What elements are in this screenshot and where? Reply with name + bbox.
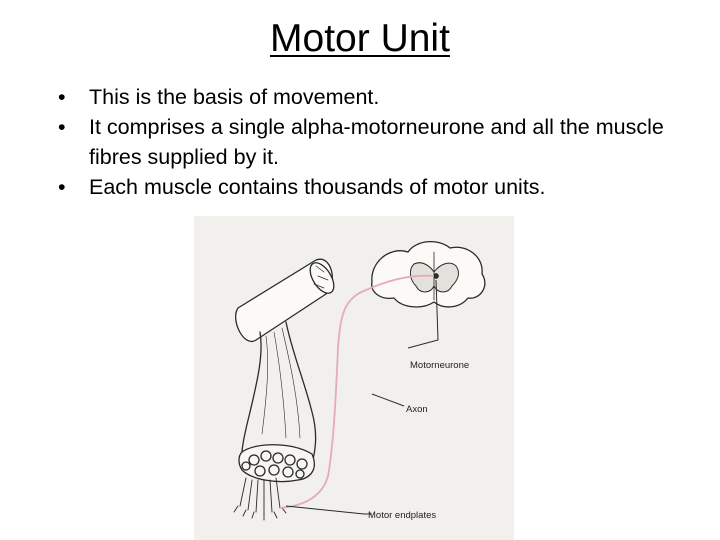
endplates-label: Motor endplates <box>368 510 436 521</box>
slide-title: Motor Unit <box>0 14 720 64</box>
bullet-item: • It comprises a single alpha-motorneuro… <box>58 112 688 172</box>
slide-title-text: Motor Unit <box>270 17 450 60</box>
bullet-marker: • <box>58 85 66 109</box>
bullet-marker: • <box>58 115 66 139</box>
bullet-text: This is the basis of movement. <box>89 85 380 109</box>
endplates-icon <box>233 477 287 521</box>
bullet-marker: • <box>58 175 66 199</box>
bullet-text: It comprises a single alpha-motorneurone… <box>89 115 664 169</box>
bullet-item: • Each muscle contains thousands of moto… <box>58 172 688 202</box>
motorneurone-label: Motorneurone <box>410 360 469 371</box>
spinal-cord-icon <box>371 241 486 308</box>
axon-label: Axon <box>406 404 428 415</box>
bullet-list: • This is the basis of movement. • It co… <box>58 82 688 202</box>
muscle-icon <box>235 258 335 483</box>
motor-unit-illustration: Motorneurone Axon Motor endplates <box>233 241 486 521</box>
bullet-item: • This is the basis of movement. <box>58 82 688 112</box>
axon-line <box>279 274 435 509</box>
motor-unit-diagram: Motorneurone Axon Motor endplates <box>194 216 514 540</box>
bullet-text: Each muscle contains thousands of motor … <box>89 175 546 199</box>
